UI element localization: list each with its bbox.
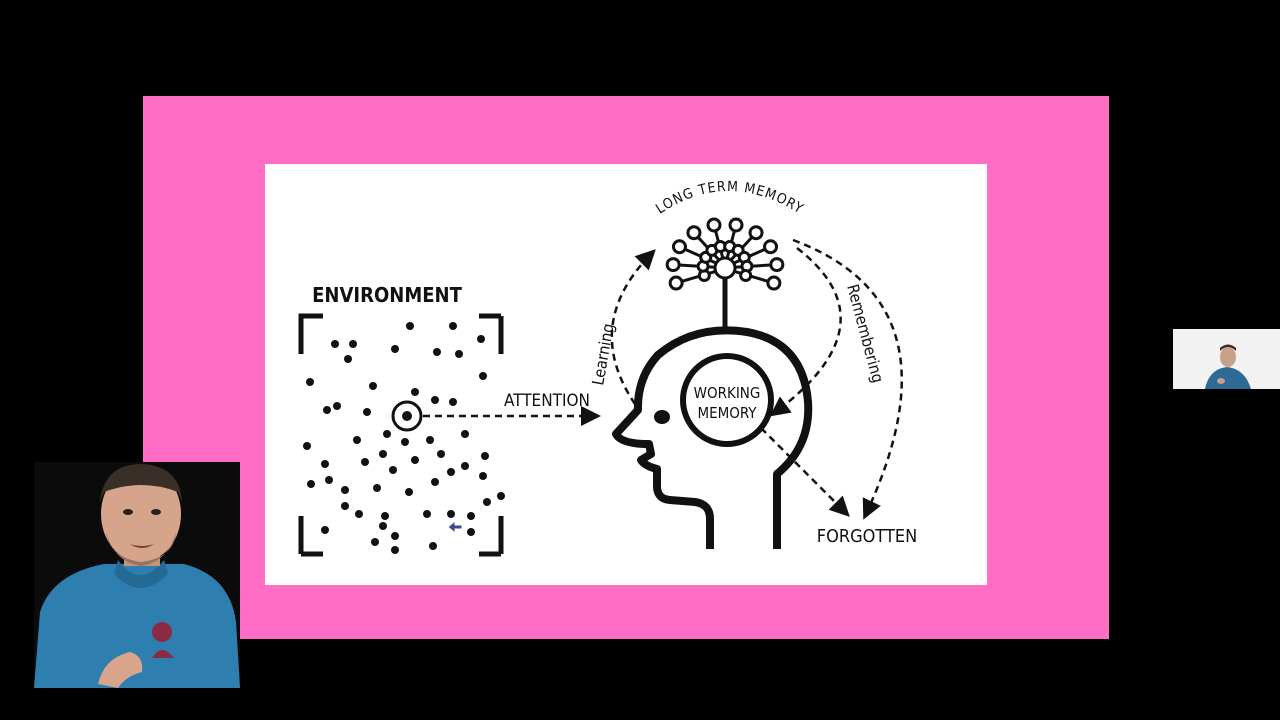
remembering-arrow (769, 247, 842, 417)
forgotten-label: FORGOTTEN (817, 526, 917, 547)
cursor-icon (447, 519, 463, 535)
focus-target-icon (391, 400, 423, 432)
participant-video (1173, 329, 1280, 389)
eye (654, 410, 670, 424)
slide-canvas: ENVIRONMENT ATTENTION WORKING MEMORY (265, 164, 987, 585)
neural-tree-icon (665, 217, 785, 291)
working-memory-line1: WORKING (694, 384, 761, 402)
forget-arrow (760, 427, 850, 517)
remembering-label: Remembering (843, 282, 888, 385)
attention-label: ATTENTION (504, 391, 590, 411)
environment-frame (298, 313, 504, 557)
svg-text:LONG TERM MEMORY: LONG TERM MEMORY (653, 179, 806, 218)
presenter-webcam[interactable] (34, 462, 240, 688)
environment-label: ENVIRONMENT (312, 283, 462, 307)
presenter-video (34, 462, 240, 688)
head-profile-icon (612, 326, 813, 549)
environment-dots (303, 322, 505, 554)
working-memory-line2: MEMORY (697, 404, 757, 422)
participant-thumbnail[interactable] (1173, 329, 1280, 389)
learning-arrow (610, 249, 656, 405)
memory-diagram: ENVIRONMENT ATTENTION WORKING MEMORY (298, 179, 917, 557)
long-term-memory-label: LONG TERM MEMORY (653, 179, 805, 218)
